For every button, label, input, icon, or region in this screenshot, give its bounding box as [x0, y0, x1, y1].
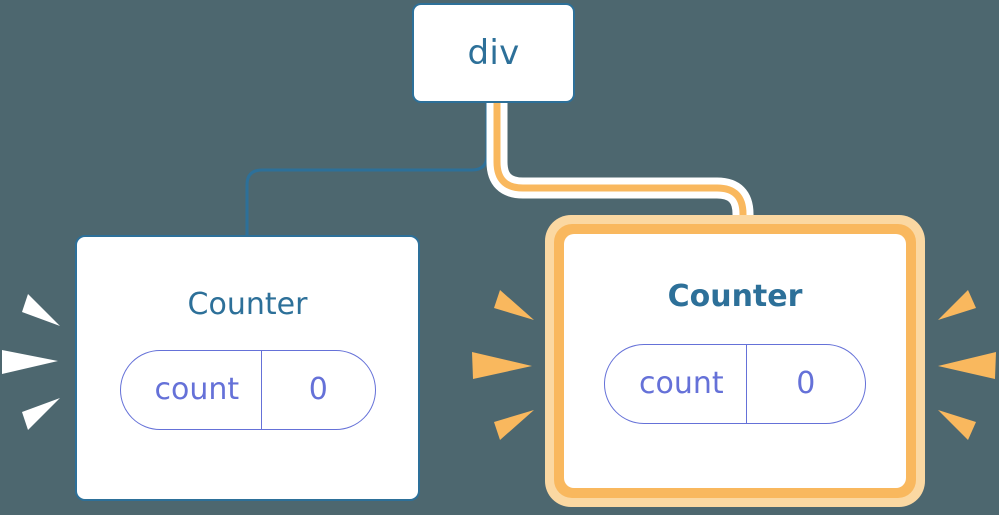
sparkle-right-inner [472, 290, 534, 440]
node-counter-right[interactable]: Counter count 0 [564, 234, 906, 488]
state-key: count [154, 372, 240, 407]
sparkle-ray [472, 352, 532, 379]
edge-div-to-counter-right [493, 103, 747, 232]
state-key: count [639, 366, 724, 401]
node-div[interactable]: div [412, 3, 575, 103]
node-counter-right-highlight-ring: Counter count 0 [554, 224, 916, 498]
sparkle-ray [938, 290, 976, 320]
sparkle-ray [494, 290, 534, 320]
state-value: 0 [745, 345, 865, 423]
node-counter-left[interactable]: Counter count 0 [75, 235, 420, 501]
node-div-label: div [467, 33, 520, 73]
sparkle-left-outer [2, 294, 60, 430]
sparkle-ray [494, 410, 534, 440]
sparkle-right-outer [938, 290, 996, 440]
state-pill-counter-left: count 0 [119, 350, 376, 430]
edge-div-to-counter-left [245, 103, 489, 236]
sparkle-ray [938, 410, 976, 440]
state-pill-counter-right: count 0 [604, 344, 866, 424]
state-value: 0 [261, 351, 374, 429]
sparkle-ray [22, 294, 60, 326]
node-counter-right-highlight-glow: Counter count 0 [545, 215, 925, 507]
sparkle-ray [938, 352, 996, 379]
sparkle-ray [2, 350, 58, 374]
node-counter-left-label: Counter [187, 287, 308, 322]
node-counter-right-label: Counter [667, 279, 803, 314]
edge-div-to-counter-right-halo [486, 103, 754, 232]
sparkle-ray [22, 398, 60, 430]
